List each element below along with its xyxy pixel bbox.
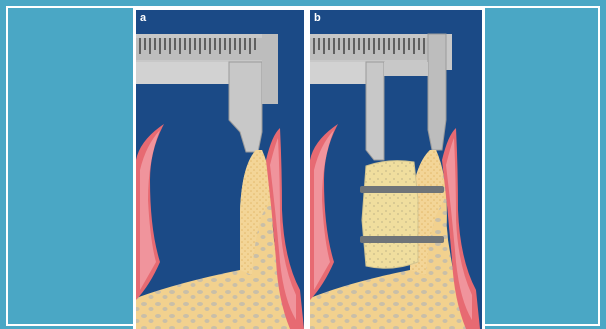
caliper-slider — [310, 62, 372, 84]
panel-b — [310, 10, 482, 329]
caliper-jaw-fixed — [428, 34, 446, 150]
caliper-jaw — [366, 62, 384, 160]
caliper-jaw-fixed — [262, 34, 278, 104]
bone-graft-block — [362, 161, 418, 269]
caliper-bridge — [384, 62, 428, 76]
panel-b-label: b — [314, 12, 321, 24]
fixation-screw-upper — [360, 186, 444, 193]
panel-a-label: a — [140, 12, 146, 24]
panel-a — [136, 10, 304, 329]
caliper-slider — [136, 62, 236, 84]
fixation-screw-lower — [360, 236, 444, 243]
